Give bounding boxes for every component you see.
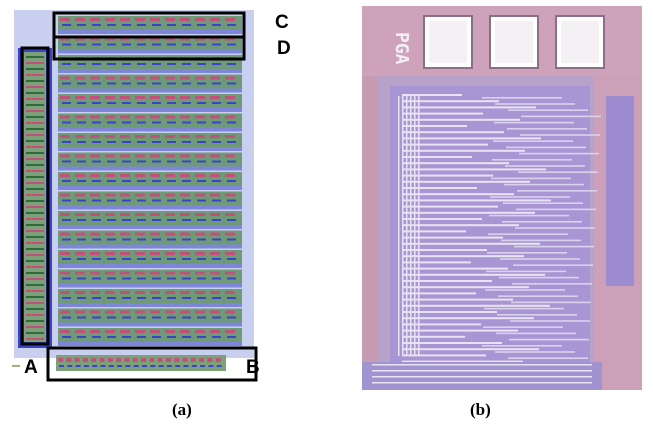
die-photo-b: PGA <box>362 6 642 390</box>
region-d-box <box>52 35 246 61</box>
pga-chip-text: PGA <box>391 32 412 65</box>
label-d: D <box>277 38 291 59</box>
label-a: A <box>24 357 38 378</box>
label-b: B <box>246 357 260 378</box>
label-c: C <box>275 12 289 33</box>
region-a-box <box>20 46 50 346</box>
layout-drawing <box>10 8 282 390</box>
layout-image-a <box>10 8 282 390</box>
caption-a: (a) <box>172 400 192 419</box>
region-b-box <box>46 346 258 382</box>
bond-pads <box>423 15 605 69</box>
die-photo-drawing: PGA <box>362 6 642 390</box>
caption-b: (b) <box>470 400 491 419</box>
